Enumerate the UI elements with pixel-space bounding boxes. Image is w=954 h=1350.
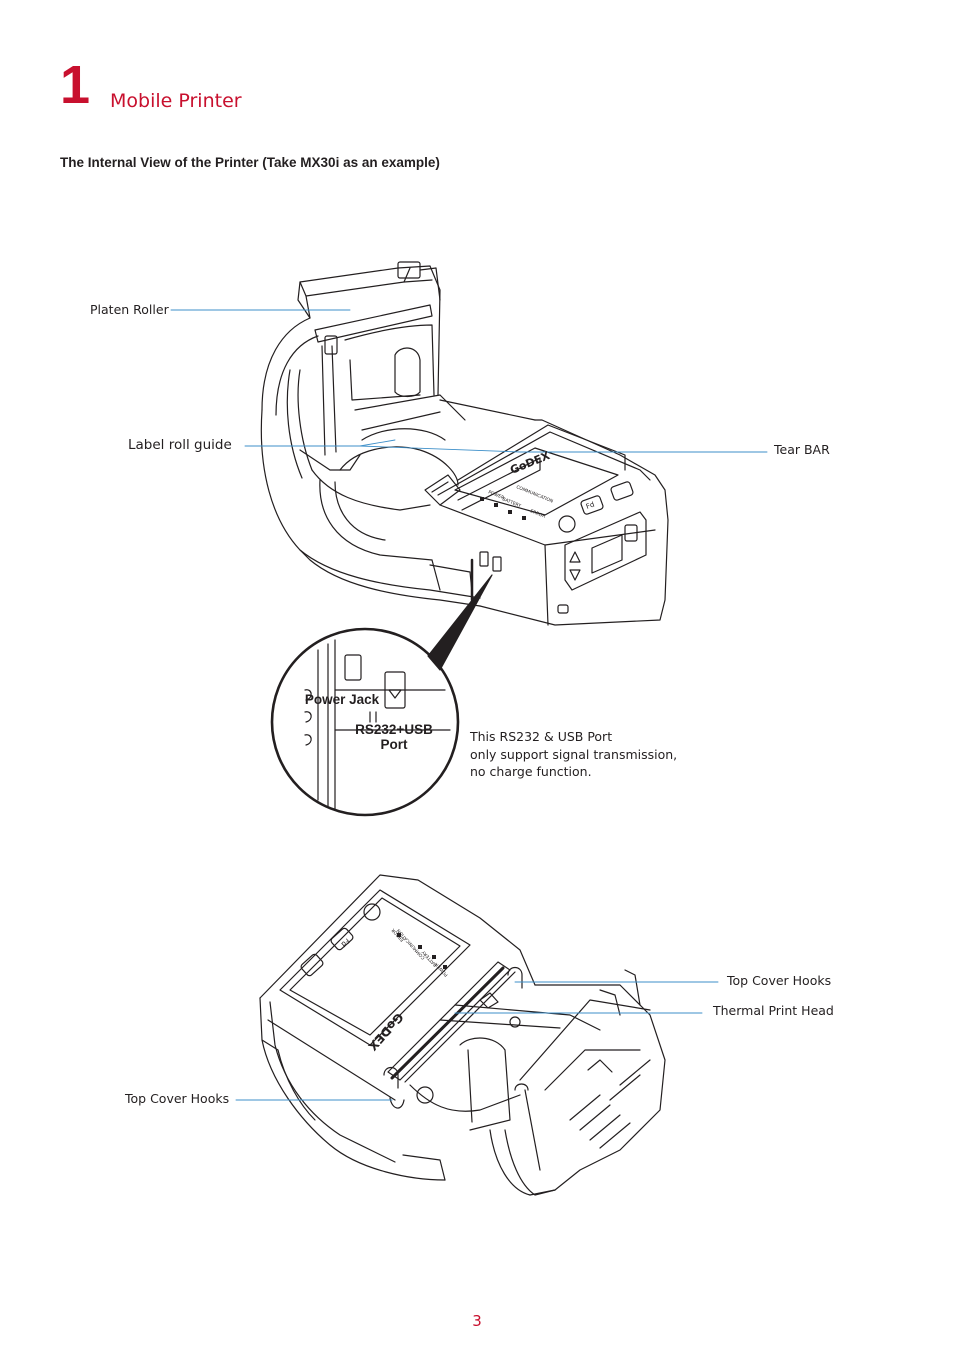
zoom-label-rs232-usb: RS232+USB Port <box>352 722 436 752</box>
port-note-line1: This RS232 & USB Port <box>470 729 613 744</box>
callout-thermal-print-head: Thermal Print Head <box>713 1003 834 1018</box>
top-led-battery-label: BATTERY <box>501 496 522 509</box>
top-led-power-label: POWER <box>487 489 505 501</box>
chapter-number: 1 <box>60 55 91 115</box>
bottom-led-communication-label: COMMUNICATION <box>396 927 427 960</box>
callout-top-cover-hooks-right: Top Cover Hooks <box>727 973 832 988</box>
leader-label-roll-guide-and-tear-bar <box>244 445 768 453</box>
callout-top-cover-hooks-left: Top Cover Hooks <box>125 1091 230 1106</box>
top-feed-key-label: Fd <box>585 500 596 510</box>
port-note-line3: no charge function. <box>470 764 592 779</box>
bottom-panel-brand: GoDEX <box>365 1010 406 1054</box>
chapter-title: Mobile Printer <box>110 90 242 112</box>
callout-platen-roller: Platen Roller <box>90 302 169 317</box>
printer-open-view <box>260 261 669 626</box>
zoom-label-rs232-usb-line2: Port <box>380 737 408 752</box>
callout-label-roll-guide: Label roll guide <box>128 437 232 453</box>
zoom-label-rs232-usb-line1: RS232+USB <box>355 722 433 737</box>
zoom-label-power-jack: Power Jack <box>304 692 380 707</box>
top-led-communication-label: COMMUNICATION <box>515 484 554 504</box>
bottom-feed-key-label: Fd <box>339 937 351 949</box>
port-note: This RS232 & USB Port only support signa… <box>470 728 677 781</box>
leader-lines <box>170 309 768 1101</box>
top-panel-brand: GoDEX <box>508 449 552 477</box>
port-note-line2: only support signal transmission, <box>470 746 678 762</box>
printer-top-view <box>259 874 666 1196</box>
page-number: 3 <box>472 1312 482 1330</box>
section-title: The Internal View of the Printer (Take M… <box>60 155 440 170</box>
top-led-error-label: ERROR <box>529 508 546 519</box>
zoom-detail-circle <box>270 627 460 817</box>
zoom-connector <box>427 574 493 671</box>
callout-tear-bar: Tear BAR <box>774 442 830 457</box>
